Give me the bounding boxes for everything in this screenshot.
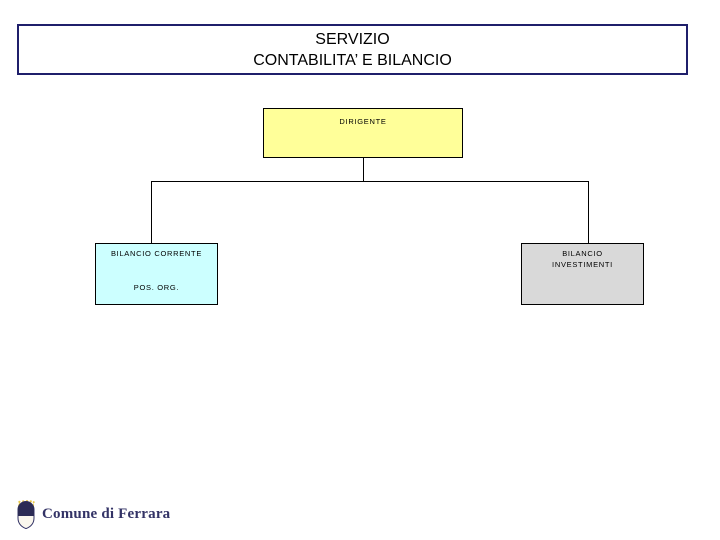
connector-root-stem [363, 158, 364, 182]
footer-organization-name: Comune di Ferrara [42, 505, 171, 522]
slide-title-line-1: SERVIZIO [315, 30, 390, 48]
ferrara-crest-icon [13, 499, 39, 529]
org-node-bilancio-investimenti-label: BILANCIO INVESTIMENTI [552, 249, 613, 269]
connector-horizontal-bus [151, 181, 589, 182]
connector-drop-left [151, 181, 152, 243]
org-node-bilancio-corrente-label: BILANCIO CORRENTE [110, 249, 203, 258]
org-node-dirigente-label: DIRIGENTE [339, 117, 387, 126]
connector-drop-right [588, 181, 589, 243]
org-node-bilancio-corrente[interactable]: BILANCIO CORRENTE POS. ORG. [95, 243, 218, 305]
org-node-bilancio-investimenti[interactable]: BILANCIO INVESTIMENTI [521, 243, 644, 305]
org-node-bilancio-corrente-sublabel: POS. ORG. [133, 283, 180, 292]
org-node-dirigente[interactable]: DIRIGENTE [263, 108, 463, 158]
slide-title-line-2: CONTABILITA’ E BILANCIO [253, 51, 452, 69]
footer-logo: Comune di Ferrara [13, 498, 213, 530]
slide-title-box: SERVIZIO CONTABILITA’ E BILANCIO [17, 24, 688, 75]
